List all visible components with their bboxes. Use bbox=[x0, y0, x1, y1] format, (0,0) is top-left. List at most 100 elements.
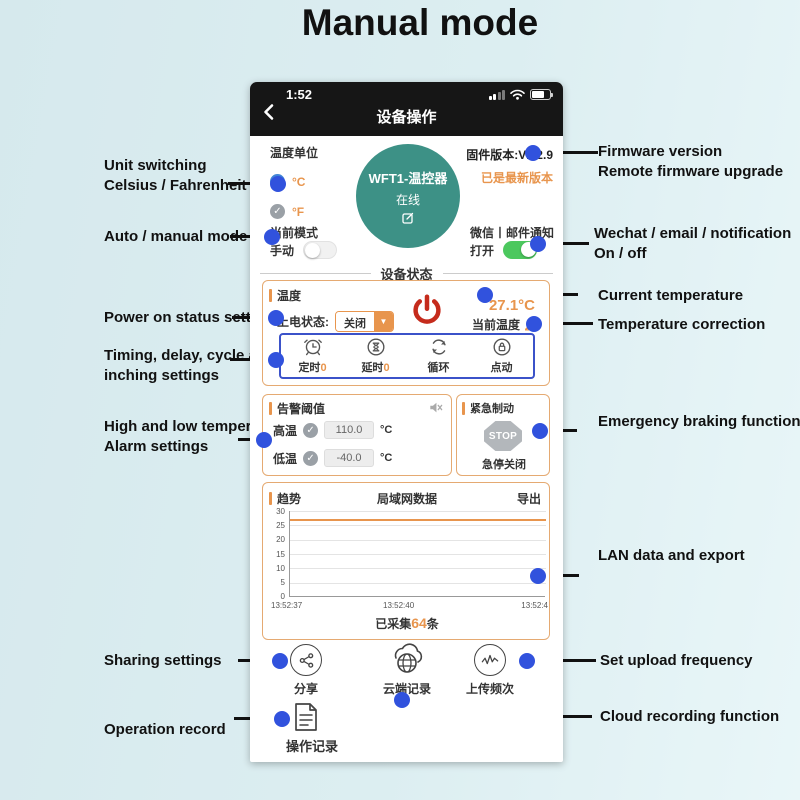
wifi-icon bbox=[510, 89, 525, 100]
fahrenheit-option[interactable]: ✓ °F bbox=[270, 204, 304, 219]
power-status-dropdown[interactable]: 关闭 ▼ bbox=[335, 311, 394, 332]
annotation-dot bbox=[526, 316, 542, 332]
high-temp-check-icon[interactable]: ✓ bbox=[303, 422, 319, 438]
y-tick: 20 bbox=[276, 535, 285, 544]
y-tick: 15 bbox=[276, 550, 285, 559]
signal-icon bbox=[488, 90, 505, 100]
cloud-record-button[interactable] bbox=[388, 642, 426, 681]
annotation-dot bbox=[264, 229, 280, 245]
lock-icon bbox=[492, 338, 511, 356]
cloud-record-label: 云端记录 bbox=[382, 682, 431, 696]
high-temp-unit: °C bbox=[380, 424, 393, 436]
share-label: 分享 bbox=[293, 682, 318, 696]
low-temp-label: 低温 bbox=[273, 451, 298, 466]
lan-data-chart-box: 趋势 局域网数据 导出 30 25 20 15 10 5 0 13:52:37 … bbox=[262, 482, 550, 640]
annotation-dot bbox=[268, 310, 284, 326]
alarm-clock-icon bbox=[303, 339, 322, 356]
brake-status: 急停关闭 bbox=[482, 459, 526, 471]
mode-value: 手动 bbox=[270, 243, 295, 258]
timing-button[interactable]: 定时0 bbox=[281, 335, 344, 377]
annotation-dot bbox=[519, 653, 535, 669]
low-temp-row: 低温 ✓ -40.0 °C bbox=[273, 449, 392, 467]
cycle-button[interactable]: 循环 bbox=[407, 335, 470, 377]
annotation-emergency-braking: Emergency braking function bbox=[598, 413, 800, 430]
annotation-dot bbox=[530, 568, 546, 584]
device-status-divider: 设备状态 bbox=[250, 264, 563, 283]
export-button[interactable]: 导出 bbox=[516, 492, 541, 506]
stop-sign-icon[interactable]: STOP bbox=[484, 421, 522, 451]
annotation-dot bbox=[525, 145, 541, 161]
annotation-auto-manual: Auto / manual mode bbox=[104, 228, 248, 245]
high-temp-label: 高温 bbox=[273, 423, 298, 438]
share-button[interactable] bbox=[290, 644, 322, 676]
low-temp-input[interactable]: -40.0 bbox=[324, 449, 375, 467]
x-tick: 13:52:40 bbox=[383, 601, 415, 610]
current-temp-value: 27.1°C bbox=[488, 297, 535, 314]
dropdown-arrow-icon: ▼ bbox=[374, 312, 393, 331]
manual-mode-toggle[interactable] bbox=[303, 241, 338, 259]
power-status-label: 上电状态: bbox=[277, 315, 329, 329]
y-tick: 0 bbox=[280, 592, 285, 601]
cycle-arrows-icon bbox=[431, 339, 446, 355]
annotation-dot bbox=[272, 653, 288, 669]
annotation-dot bbox=[270, 176, 286, 192]
firmware-latest[interactable]: 已是最新版本 bbox=[480, 171, 553, 185]
power-status-row: 上电状态: 关闭 ▼ bbox=[277, 311, 394, 332]
connector-line bbox=[534, 659, 596, 662]
power-status-value: 关闭 bbox=[336, 312, 374, 331]
high-temp-input[interactable]: 110.0 bbox=[324, 421, 375, 439]
status-time: 1:52 bbox=[286, 87, 313, 102]
back-icon[interactable] bbox=[262, 103, 276, 121]
annotation-power-on-status: Power on status setting bbox=[104, 309, 274, 326]
notify-value: 打开 bbox=[470, 243, 495, 258]
device-status-circle[interactable]: WFT1-温控器 在线 bbox=[356, 144, 460, 248]
annotation-upload-frequency: Set upload frequency bbox=[600, 652, 753, 669]
phone-screenshot: 1:52 设备操作 温度单位 ✓ °C ✓ °F WFT1-温控器 在线 bbox=[250, 82, 563, 762]
brake-box-title: 紧急制动 bbox=[462, 400, 514, 416]
chart-subtitle: 局域网数据 bbox=[376, 492, 437, 506]
share-icon bbox=[299, 652, 313, 668]
delay-button[interactable]: 延时0 bbox=[344, 335, 407, 377]
timer-settings-box: 定时0 延时0 循环 bbox=[279, 333, 535, 379]
celsius-label: °C bbox=[292, 174, 306, 189]
operation-record-button[interactable] bbox=[293, 702, 319, 737]
temperature-box: 温度 上电状态: 关闭 ▼ 27.1°C 当前温度 bbox=[262, 280, 550, 386]
page-title: Manual mode bbox=[301, 2, 539, 43]
x-tick: 13:52:4 bbox=[521, 601, 548, 610]
fahrenheit-check-icon[interactable]: ✓ bbox=[270, 204, 285, 219]
temp-box-title: 温度 bbox=[269, 287, 301, 304]
y-tick: 30 bbox=[276, 507, 285, 516]
annotation-lan-data: LAN data and export bbox=[598, 547, 745, 564]
battery-icon bbox=[530, 89, 553, 100]
mute-icon[interactable] bbox=[429, 401, 443, 414]
fahrenheit-label: °F bbox=[292, 204, 305, 219]
device-online-status: 在线 bbox=[395, 193, 420, 207]
low-temp-unit: °C bbox=[380, 452, 393, 464]
power-button-icon[interactable] bbox=[409, 293, 445, 329]
device-name: WFT1-温控器 bbox=[368, 171, 448, 186]
current-temp-label: 当前温度 bbox=[471, 318, 520, 332]
annotation-cloud-recording: Cloud recording function bbox=[600, 708, 780, 725]
annotation-current-temperature: Current temperature bbox=[598, 287, 744, 304]
annotation-dot bbox=[274, 711, 290, 727]
mode-label: 当前模式 bbox=[270, 226, 319, 240]
hourglass-icon bbox=[366, 338, 385, 356]
y-tick: 5 bbox=[280, 578, 285, 587]
edit-icon[interactable] bbox=[402, 212, 414, 224]
annotation-dot bbox=[256, 432, 272, 448]
connector-line bbox=[541, 322, 593, 325]
low-temp-check-icon[interactable]: ✓ bbox=[303, 450, 319, 466]
high-temp-row: 高温 ✓ 110.0 °C bbox=[273, 421, 392, 439]
inching-button[interactable]: 点动 bbox=[470, 335, 533, 377]
collected-count: 已采集64条 bbox=[375, 615, 439, 631]
operation-record-label: 操作记录 bbox=[285, 739, 338, 754]
document-icon bbox=[295, 703, 317, 731]
alarm-box-title: 告警阈值 bbox=[269, 400, 325, 417]
upload-frequency-button[interactable] bbox=[474, 644, 506, 676]
status-icons bbox=[488, 89, 553, 100]
notify-row: 打开 bbox=[470, 241, 538, 259]
temperature-trend-line bbox=[290, 519, 546, 521]
